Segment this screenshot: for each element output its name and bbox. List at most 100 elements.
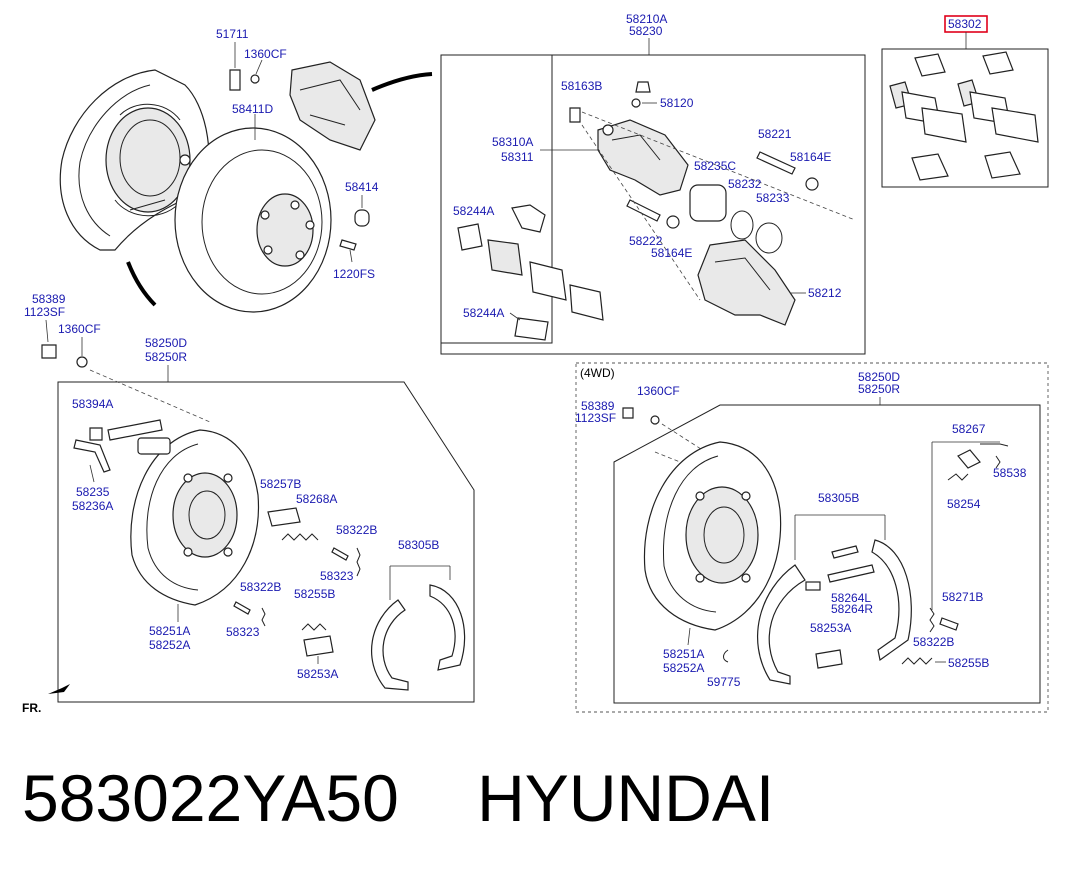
- label-58322b-a: 58322B: [336, 523, 377, 537]
- 4wd-dashed-box: [575, 362, 1049, 713]
- pin-58271b: [939, 617, 959, 631]
- bolt-58389-right: [622, 407, 634, 419]
- spring-58322b-right: [929, 607, 935, 633]
- strut-58236a: [107, 419, 163, 441]
- label-58264l: 58264L: [831, 591, 871, 605]
- label-58322b-b: 58322B: [240, 580, 281, 594]
- label-58230: 58230: [629, 24, 663, 38]
- label-58311: 58311: [501, 150, 534, 164]
- label-58252a-right: 58252A: [663, 661, 704, 675]
- parking-shoes-right: [756, 539, 912, 685]
- adjuster-58253a-left: [303, 635, 334, 657]
- boot-58233: [755, 222, 783, 254]
- cap-58120: [635, 81, 651, 93]
- label-58389-left: 58389: [32, 292, 66, 306]
- label-58250d-left: 58250D: [145, 336, 187, 350]
- label-58310a: 58310A: [492, 135, 533, 149]
- part-number-caption: 583022YA50: [22, 761, 399, 835]
- lever-58235: [73, 439, 111, 473]
- adjuster-58253a-right: [815, 649, 843, 669]
- parts-diagram: 51711 1360CF 58411D 58414 1220FS 58210A …: [22, 12, 1049, 715]
- label-58210a: 58210A: [626, 12, 667, 26]
- label-1123sf-right: 1123SF: [575, 411, 616, 425]
- label-1360cf-right: 1360CF: [637, 384, 680, 398]
- pin-58221: [756, 151, 796, 175]
- label-58235: 58235: [76, 485, 110, 499]
- bolt-58394a: [89, 427, 103, 441]
- label-58264r: 58264R: [831, 602, 873, 616]
- label-58120: 58120: [660, 96, 694, 110]
- label-58232: 58232: [728, 177, 762, 191]
- label-58212: 58212: [808, 286, 842, 300]
- label-58164e-bottom: 58164E: [651, 246, 692, 260]
- label-58233: 58233: [756, 191, 790, 205]
- assembly-arrow-curve-top: [371, 72, 433, 92]
- spring-58255b-right: [901, 657, 933, 665]
- washer-1360cf-right: [650, 415, 660, 425]
- label-58411d: 58411D: [232, 102, 273, 116]
- label-58255b-right: 58255B: [948, 656, 989, 670]
- cap-58120-b: [631, 98, 641, 108]
- spring-58323-b: [261, 607, 266, 627]
- seal-plate: [137, 437, 171, 455]
- lever-58264: [827, 564, 875, 583]
- label-58250r-left: 58250R: [145, 350, 187, 364]
- brake-disc: [174, 127, 332, 313]
- label-51711: 51711: [216, 27, 249, 41]
- spring-58323-a: [356, 547, 361, 577]
- assembly-arrow-curve: [126, 261, 157, 307]
- drum-parts-box: [57, 381, 475, 703]
- label-58254: 58254: [947, 497, 981, 511]
- label-58271b: 58271B: [942, 590, 983, 604]
- backing-plate-left: [130, 429, 260, 606]
- bleeder-58163b: [569, 107, 581, 123]
- label-58323-b: 58323: [226, 625, 260, 639]
- spring-58268a: [281, 533, 319, 541]
- label-58322b-right: 58322B: [913, 635, 954, 649]
- label-58244a-top: 58244A: [453, 204, 494, 218]
- hub-cap: [354, 209, 370, 227]
- label-58253a-left: 58253A: [297, 667, 338, 681]
- washer-1360cf-left: [76, 356, 88, 368]
- pad-kit-box: [881, 48, 1049, 188]
- label-58268a: 58268A: [296, 492, 337, 506]
- carrier-58212: [697, 239, 796, 326]
- label-58394a: 58394A: [72, 397, 113, 411]
- label-58235c: 58235C: [694, 159, 736, 173]
- bolt-51711: [229, 69, 241, 91]
- boot-58164e-bottom: [666, 215, 680, 229]
- label-58163b: 58163B: [561, 79, 602, 93]
- caliper-top: [289, 61, 376, 151]
- label-58323-a: 58323: [320, 569, 354, 583]
- clip-59775: [723, 649, 729, 663]
- spring-kit-58267: [947, 443, 1009, 481]
- label-1360cf-top: 1360CF: [244, 47, 287, 61]
- boot-58164e-top: [805, 177, 819, 191]
- pin-58222: [626, 199, 661, 222]
- caliper-body: [597, 119, 689, 196]
- pad-set-left: [457, 204, 604, 341]
- label-58252a-left: 58252A: [149, 638, 190, 652]
- seal-58232: [730, 210, 754, 240]
- label-58257b: 58257B: [260, 477, 301, 491]
- label-58302: 58302: [948, 17, 982, 31]
- label-58251a-left: 58251A: [149, 624, 190, 638]
- backing-plate-right: [643, 441, 782, 631]
- clip-1360cf: [250, 74, 260, 84]
- label-58244a-bottom: 58244A: [463, 306, 504, 320]
- brake-pad-set: [889, 51, 1039, 181]
- block-right: [805, 581, 821, 591]
- label-58236a: 58236A: [72, 499, 113, 513]
- label-58414: 58414: [345, 180, 379, 194]
- spring-58255b-left: [301, 623, 327, 631]
- label-58250r-right: 58250R: [858, 382, 900, 396]
- rear-backing-plate-assembly: [59, 69, 210, 251]
- label-58305b-left: 58305B: [398, 538, 439, 552]
- pin-58322b-b: [233, 601, 251, 615]
- pin-58322b-a: [331, 547, 349, 561]
- label-58164e-top: 58164E: [790, 150, 831, 164]
- label-58305b-right: 58305B: [818, 491, 859, 505]
- front-indicator: FR.: [22, 701, 41, 715]
- bolt-58389-left: [41, 344, 57, 359]
- label-58251a-right: 58251A: [663, 647, 704, 661]
